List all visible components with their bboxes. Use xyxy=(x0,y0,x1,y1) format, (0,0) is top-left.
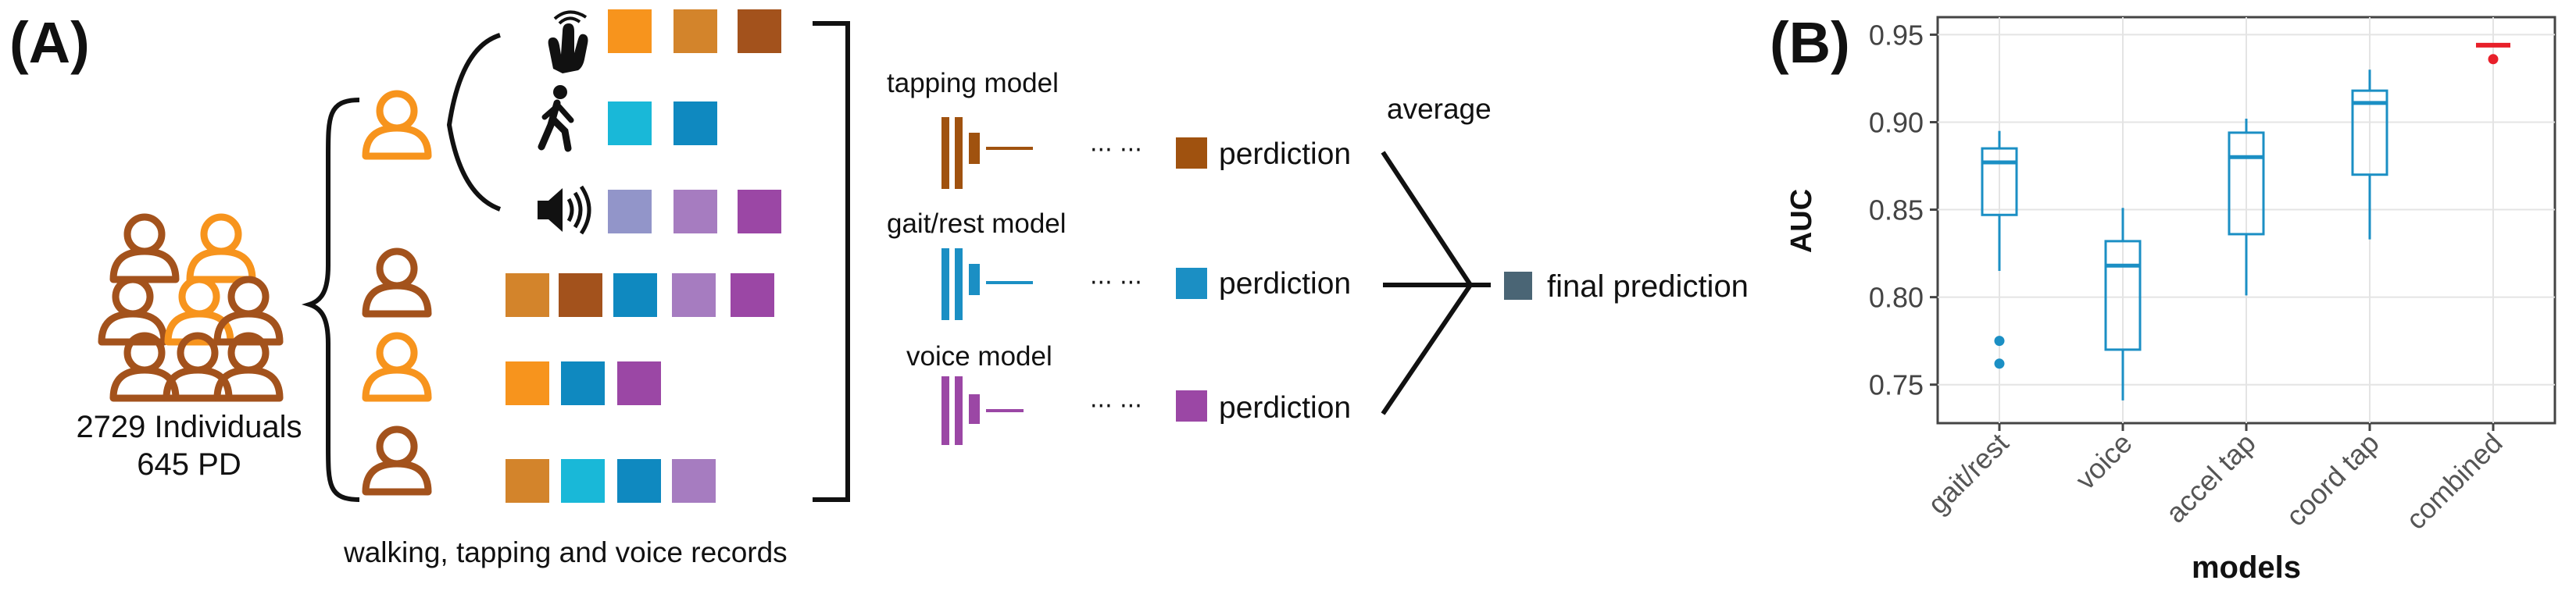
y-tick-label: 0.95 xyxy=(1869,19,1924,51)
x-axis-title: models xyxy=(2192,550,2301,585)
iqr-box xyxy=(2228,131,2265,236)
panel-a: (A) 2729 Individuals 645 PD xyxy=(9,9,1749,568)
average-label: average xyxy=(1387,93,1492,125)
y-axis-title: AUC xyxy=(1785,189,1818,253)
boxes xyxy=(1981,42,2510,401)
final-prediction-square xyxy=(1504,272,1532,300)
model-tapping-name: tapping model xyxy=(887,68,1059,98)
iqr-box xyxy=(2104,240,2142,351)
panel-b-label: (B) xyxy=(1770,10,1850,75)
y-axis: 0.75 0.80 0.85 0.90 0.95 xyxy=(1869,19,1938,401)
model-gait-rest-ellipsis: ··· ··· xyxy=(1090,269,1142,297)
outlier-point xyxy=(1994,358,2005,369)
participant-2-icon xyxy=(366,251,428,314)
boxplot-chart: 0.75 0.80 0.85 0.90 0.95 gait/rest voice accel… xyxy=(1785,16,2556,585)
model-gait-rest-output: perdiction xyxy=(1219,267,1351,301)
outlier-point xyxy=(1994,336,2005,347)
model-gait-rest: gait/rest model ··· ··· perdiction xyxy=(887,208,1351,320)
box-combined xyxy=(2476,42,2510,65)
hand-tap-icon xyxy=(548,10,588,73)
x-tick-label: accel tap xyxy=(2160,427,2262,529)
cohort-crowd-icon xyxy=(102,217,280,398)
model-voice-name: voice model xyxy=(906,341,1052,372)
walking-person-icon xyxy=(538,85,574,152)
fork-brace xyxy=(446,33,502,212)
model-gait-rest-name: gait/rest model xyxy=(887,208,1066,239)
box-accel-tap xyxy=(2228,119,2265,296)
model-voice-ellipsis: ··· ··· xyxy=(1090,393,1142,420)
cohort-pd-count: 645 PD xyxy=(137,447,241,482)
model-voice-output: perdiction xyxy=(1219,391,1351,425)
model-tapping-output: perdiction xyxy=(1219,137,1351,171)
final-prediction-label: final prediction xyxy=(1547,269,1749,304)
participant-1-icon xyxy=(366,94,428,156)
box-gait-rest xyxy=(1981,130,2018,369)
y-tick-label: 0.80 xyxy=(1869,282,1924,314)
participant-3-icon xyxy=(366,336,428,398)
records-caption: walking, tapping and voice records xyxy=(343,536,788,568)
speaker-icon xyxy=(538,185,591,235)
x-tick-label: gait/rest xyxy=(1921,427,2015,521)
y-tick-label: 0.90 xyxy=(1869,106,1924,138)
model-tapping-ellipsis: ··· ··· xyxy=(1090,137,1142,164)
x-tick-label: coord tap xyxy=(2280,427,2385,532)
iqr-box xyxy=(2351,89,2388,176)
record-squares xyxy=(506,9,781,503)
model-tapping: tapping model ··· ··· perdiction xyxy=(887,68,1351,189)
records-bracket xyxy=(813,21,850,502)
y-tick-label: 0.75 xyxy=(1869,369,1924,401)
left-brace xyxy=(301,98,360,502)
iqr-box xyxy=(1981,147,2018,216)
cohort-count: 2729 Individuals xyxy=(76,410,302,444)
model-voice: voice model ··· ··· perdiction xyxy=(906,341,1351,445)
y-tick-label: 0.85 xyxy=(1869,194,1924,226)
x-tick-label: combined xyxy=(2399,427,2508,536)
box-coord-tap xyxy=(2351,69,2388,240)
panel-a-label: (A) xyxy=(9,10,90,75)
participant-4-icon xyxy=(366,429,428,492)
box-voice xyxy=(2104,208,2142,401)
average-lines xyxy=(1381,151,1491,415)
x-tick-label: voice xyxy=(2069,427,2138,496)
outlier-point xyxy=(2488,54,2499,65)
